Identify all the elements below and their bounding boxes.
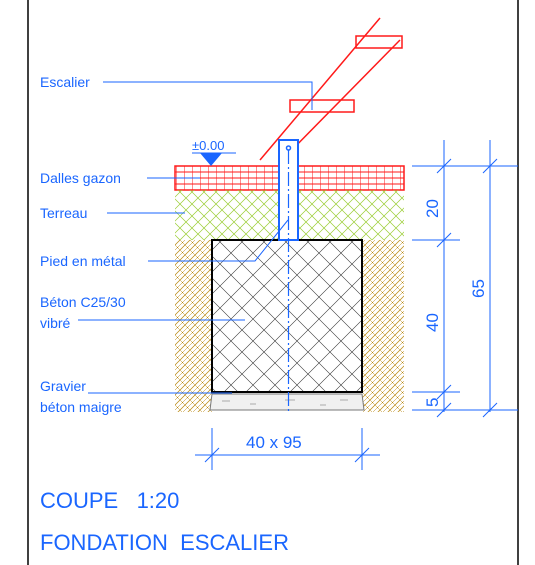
label-dalles-gazon: Dalles gazon [40,170,121,186]
drawing-title: COUPE 1:20 FONDATION ESCALIER [40,488,289,555]
drawing-frame [27,0,519,565]
concrete-block [211,239,363,393]
labels: Escalier Dalles gazon Terreau Pied en mé… [40,74,126,415]
title-line-2: FONDATION ESCALIER [40,530,289,555]
vertical-dimensions [412,140,518,418]
soil-layer [175,240,404,412]
dim-5: 5 [423,398,442,407]
dim-65: 65 [469,279,488,298]
horizontal-dimension [195,428,380,470]
level-label: ±0.00 [192,138,224,153]
label-terreau: Terreau [40,205,87,221]
staircase [259,17,403,161]
leader-lines [78,81,313,394]
metal-foot [278,139,299,412]
label-gravier: Gravier [40,378,86,394]
label-escalier: Escalier [40,74,90,90]
dimension-texts: 20 40 5 65 [423,199,488,407]
dim-20: 20 [423,199,442,218]
label-beton-maigre: béton maigre [40,399,122,415]
dim-40: 40 [423,313,442,332]
lean-concrete-layer [209,393,365,411]
label-beton: Béton C25/30 [40,294,126,310]
title-line-1: COUPE 1:20 [40,488,179,513]
level-marker: ±0.00 [192,138,236,166]
label-pied-metal: Pied en métal [40,253,126,269]
label-vibre: vibré [40,315,71,331]
dim-width: 40 x 95 [246,433,302,452]
